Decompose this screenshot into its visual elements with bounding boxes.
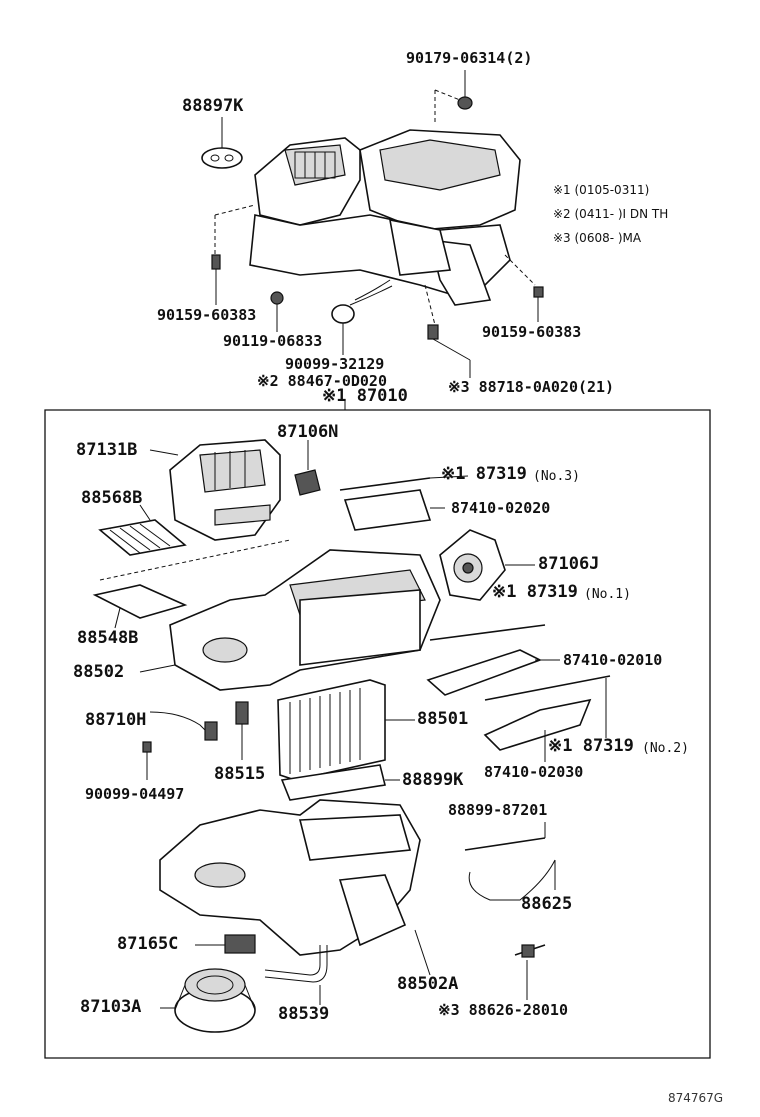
assembly-frame <box>44 409 711 1059</box>
label-87410-02010: 87410-02010 <box>563 651 663 669</box>
sensor-88899-87201 <box>464 837 546 851</box>
label-87106n: 87106N <box>277 422 339 442</box>
note-1: ※1 (0105-0311) <box>553 183 650 197</box>
door-87410-02030 <box>483 698 592 751</box>
housing-87131b <box>169 439 281 541</box>
screw-90159-right <box>533 286 544 298</box>
label-87319-no1-suffix: (No.1) <box>584 587 631 602</box>
label-88568b: 88568B <box>81 488 143 508</box>
label-88548b: 88548B <box>77 628 139 648</box>
rod-87319-no3 <box>339 477 431 491</box>
clip-90099-04497 <box>142 741 152 753</box>
seal-88899k <box>280 764 386 801</box>
sensor-88626 <box>514 944 546 958</box>
label-88718-0a020: ※3 88718-0A020(21) <box>448 378 615 396</box>
label-88899k: 88899K <box>402 770 464 790</box>
housing-88502a <box>159 799 421 956</box>
label-88626-28010: ※3 88626-28010 <box>438 1001 568 1019</box>
figure-code: 874767G <box>668 1091 724 1105</box>
door-87410-02020 <box>343 489 432 531</box>
label-90099-32129: 90099-32129 <box>285 355 385 373</box>
label-90159-60383-left: 90159-60383 <box>157 306 257 324</box>
label-88502: 88502 <box>73 662 125 682</box>
label-90159-60383-right: 90159-60383 <box>482 323 582 341</box>
label-87010: ※1 87010 <box>322 386 408 406</box>
servo-87106n <box>294 469 321 496</box>
label-88710h: 88710H <box>85 710 147 730</box>
grommet-88897k <box>201 147 243 169</box>
label-87410-02030: 87410-02030 <box>484 763 584 781</box>
door-87410-02010 <box>426 649 543 696</box>
label-87319-no3: ※1 87319 <box>441 464 527 484</box>
label-87319-no3-suffix: (No.3) <box>533 469 580 484</box>
label-88897k: 88897K <box>182 96 244 116</box>
label-88625: 88625 <box>521 894 573 914</box>
label-87103a: 87103A <box>80 997 142 1017</box>
label-88467-0d020: ※2 88467-0D020 <box>257 372 387 390</box>
label-88502a: 88502A <box>397 974 459 994</box>
label-88539: 88539 <box>278 1004 330 1024</box>
label-90119-06833: 90119-06833 <box>223 332 323 350</box>
clip-88718 <box>427 324 439 340</box>
label-87319-no1: ※1 87319 <box>492 582 578 602</box>
valve-88515 <box>235 701 249 725</box>
label-90179-06314: 90179-06314(2) <box>406 49 533 67</box>
note-3: ※3 (0608- )MA <box>553 231 642 245</box>
sensor-88710h <box>149 711 216 741</box>
evaporator-88501 <box>277 679 386 781</box>
label-88515: 88515 <box>214 764 266 784</box>
resistor-87165c <box>224 934 256 954</box>
hose-88539 <box>264 945 321 976</box>
servo-87106j <box>439 529 506 601</box>
blower-87103a <box>174 968 256 1033</box>
label-88501: 88501 <box>417 709 469 729</box>
harness-88625 <box>468 859 556 901</box>
filter-88548b <box>92 584 188 619</box>
top-heater-assembly <box>214 89 536 326</box>
label-87106j: 87106J <box>538 554 600 574</box>
sensor-88710h-body <box>204 721 218 741</box>
label-88899-87201: 88899-87201 <box>448 801 548 819</box>
housing-88502 <box>169 549 441 691</box>
rod-87319-no1 <box>429 624 546 641</box>
clip-90179 <box>457 96 473 110</box>
note-2: ※2 (0411- )I DN TH <box>553 207 669 221</box>
grommet-90099 <box>331 304 355 324</box>
label-87410-02020: 87410-02020 <box>451 499 551 517</box>
rod-87319-no2 <box>484 675 611 701</box>
screw-90119 <box>270 291 284 305</box>
label-87131b: 87131B <box>76 440 138 460</box>
label-87165c: 87165C <box>117 934 179 954</box>
label-87319-no2-suffix: (No.2) <box>642 741 689 756</box>
filter-88568b <box>98 519 187 556</box>
screw-90159-left <box>211 254 221 270</box>
label-90099-04497: 90099-04497 <box>85 785 185 803</box>
label-87319-no2: ※1 87319 <box>548 736 634 756</box>
